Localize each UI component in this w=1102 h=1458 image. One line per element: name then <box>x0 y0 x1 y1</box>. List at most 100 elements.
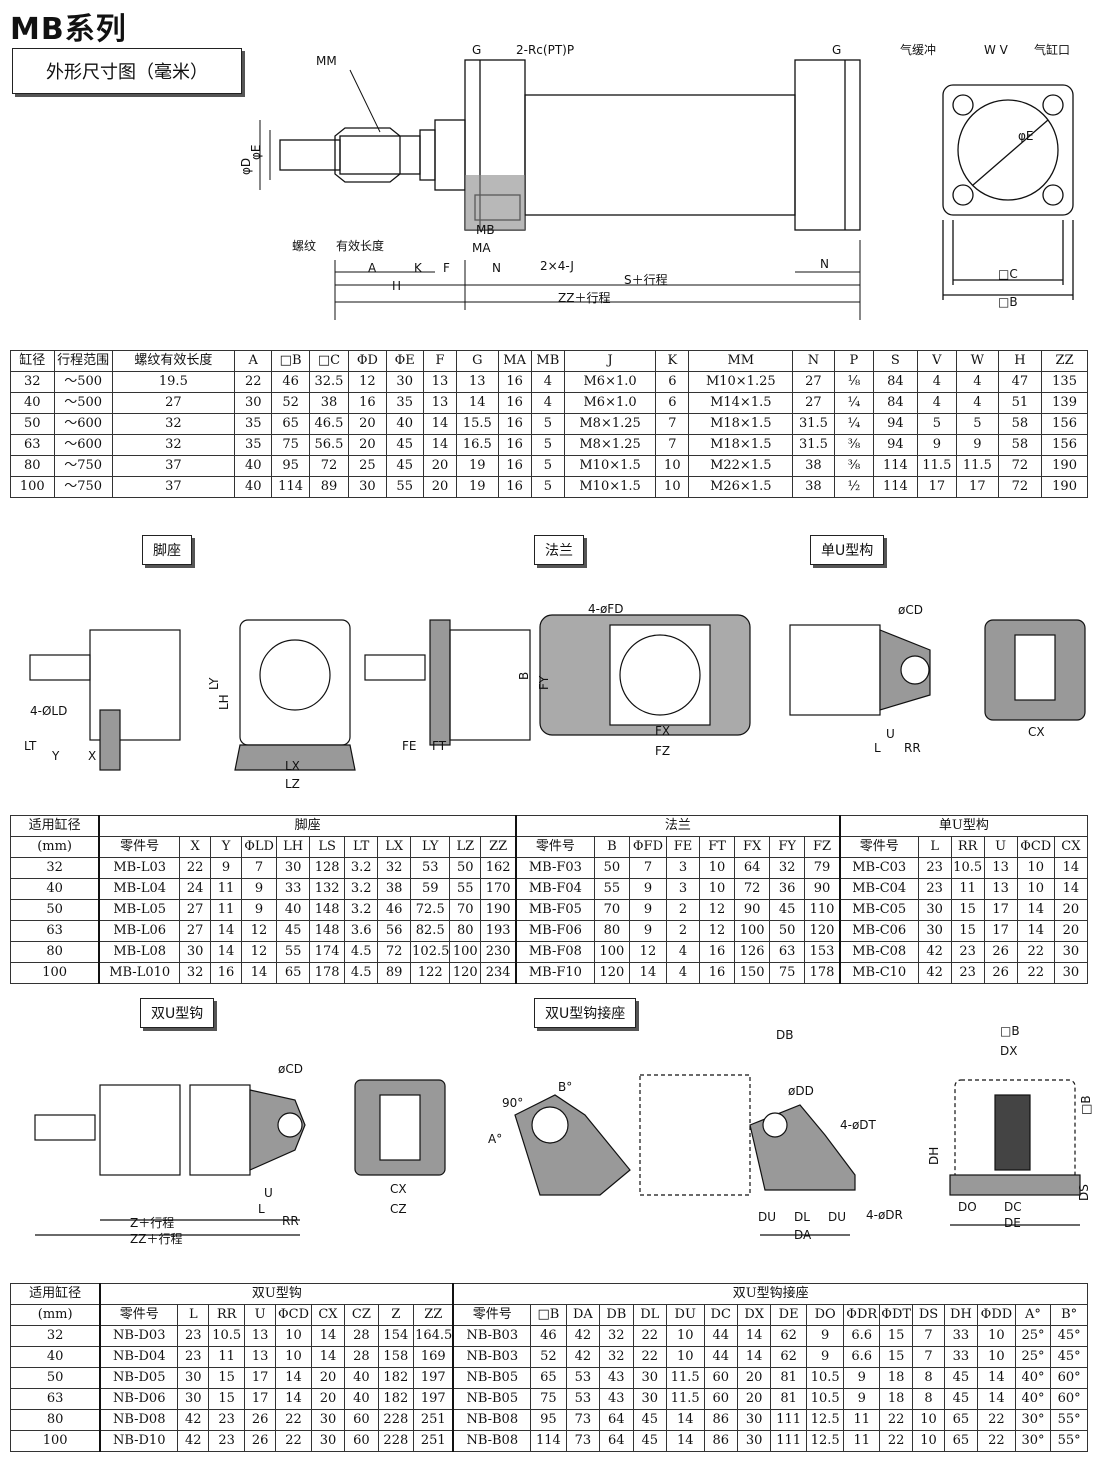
table-cell: 64 <box>599 1409 634 1431</box>
table-cell: 32 <box>769 857 806 879</box>
table-cell: 22 <box>632 1346 667 1368</box>
table-cell: 50 <box>769 920 806 942</box>
table-cell: 3.2 <box>344 878 379 900</box>
table-cell: M26×1.5 <box>688 476 794 498</box>
label-port: 2-Rc(PT)P <box>516 43 574 57</box>
table-cell: 32 <box>10 857 100 879</box>
table-cell: 15 <box>208 1367 245 1389</box>
table-cell: 20 <box>348 413 387 435</box>
table-header-cell: ΦE <box>385 350 424 372</box>
table-cell: 10 <box>699 878 736 900</box>
label-phi-d: φD <box>240 158 253 175</box>
table-cell: 8 <box>912 1388 945 1410</box>
table-cell: 14 <box>1053 878 1089 900</box>
table-cell: 18 <box>878 1388 914 1410</box>
table-cell: MB-C05 <box>838 899 919 921</box>
table-cell: M10×1.5 <box>563 476 657 498</box>
table-cell: ～500 <box>53 392 113 414</box>
table-cell: 32 <box>179 962 212 984</box>
label-fy: FY <box>537 675 551 690</box>
table-cell: 13 <box>422 392 458 414</box>
table-header-cell: MM <box>688 350 794 372</box>
table-cell: 20 <box>310 1367 346 1389</box>
table-cell: 164.5 <box>413 1325 454 1347</box>
table-header-cell: A° <box>1014 1304 1052 1326</box>
table-cell: 16 <box>497 476 532 498</box>
table-header-cell: K <box>655 350 690 372</box>
table-cell: 63 <box>10 1388 101 1410</box>
table-header-cell: LH <box>276 836 311 858</box>
table-cell: 11 <box>843 1409 880 1431</box>
table-cell: ～600 <box>53 434 113 456</box>
table-cell: 12.5 <box>805 1430 845 1452</box>
table-cell: 40 <box>10 1346 101 1368</box>
table-header-cell: FX <box>734 836 771 858</box>
label-b-cx: CX <box>390 1182 407 1196</box>
table-cell: 81 <box>770 1388 807 1410</box>
table-cell: 5 <box>916 413 958 435</box>
label-cd: øCD <box>898 603 923 617</box>
table-header-cell: □C <box>308 350 350 372</box>
table-cell: 20 <box>310 1388 346 1410</box>
table-cell: 79 <box>804 857 841 879</box>
table-cell: 17 <box>916 476 958 498</box>
table-cell: 53 <box>565 1388 601 1410</box>
table-cell: 14 <box>210 920 243 942</box>
table-cell: 111 <box>770 1430 807 1452</box>
table-cell: ～750 <box>53 455 113 477</box>
table-header-cell: DL <box>632 1304 667 1326</box>
table-cell: 46 <box>271 371 310 393</box>
label-db: DB <box>776 1028 793 1042</box>
table-cell: 23 <box>208 1409 245 1431</box>
table-cell: 37 <box>111 476 236 498</box>
table-cell: 84 <box>873 371 918 393</box>
table-cell: 75 <box>271 434 310 456</box>
table-cell: 10 <box>977 1325 1016 1347</box>
table-cell: 16 <box>497 455 532 477</box>
table-cell: 22 <box>977 1409 1016 1431</box>
table-cell: 8 <box>912 1367 945 1389</box>
table-cell: 50 <box>593 857 630 879</box>
table-cell: 94 <box>873 434 918 456</box>
table-cell: 12 <box>241 920 278 942</box>
label-dr: 4-øDR <box>866 1208 903 1222</box>
label-b-z: Z＋行程 <box>130 1215 174 1230</box>
label-fd: 4-øFD <box>588 602 623 616</box>
table-cell: 40° <box>1014 1367 1052 1389</box>
table-header-cell: 零件号 <box>98 836 181 858</box>
table-header-cell: LZ <box>449 836 482 858</box>
group-header-foot: 脚座 <box>98 815 517 837</box>
table-cell: 32 <box>111 413 236 435</box>
table-cell: 52 <box>271 392 310 414</box>
table-cell: 52 <box>530 1346 567 1368</box>
table-cell: 13 <box>243 1325 277 1347</box>
table-cell: 228 <box>377 1409 415 1431</box>
table-cell: 16 <box>210 962 243 984</box>
table-header-cell: ΦLD <box>241 836 278 858</box>
table-cell: 6.6 <box>843 1346 880 1368</box>
table-cell: 14 <box>665 1430 705 1452</box>
table-cell: 32 <box>10 371 55 393</box>
table-cell: 22 <box>275 1430 312 1452</box>
table-cell: 30 <box>234 392 273 414</box>
table-cell: 3 <box>666 857 701 879</box>
table-cell: MB-C04 <box>838 878 919 900</box>
table-cell: NB-B05 <box>452 1388 532 1410</box>
table-cell: 193 <box>480 920 517 942</box>
table-header-cell: L <box>177 1304 210 1326</box>
table-cell: 30 <box>348 476 387 498</box>
table-cell: NB-D05 <box>99 1367 179 1389</box>
table-cell: 15 <box>950 899 985 921</box>
table-cell: 12 <box>628 941 668 963</box>
table-cell: 75 <box>530 1388 567 1410</box>
label-y: Y <box>51 749 60 763</box>
table-cell: 56.5 <box>308 434 350 456</box>
table-cell: 55 <box>593 878 630 900</box>
table-cell: 59 <box>410 878 451 900</box>
table-cell: 19 <box>456 455 499 477</box>
table-cell: 100 <box>10 962 100 984</box>
table-cell: MB-L03 <box>98 857 181 879</box>
unit-cell: (mm) <box>10 1304 101 1326</box>
label-g2: G <box>832 43 841 57</box>
